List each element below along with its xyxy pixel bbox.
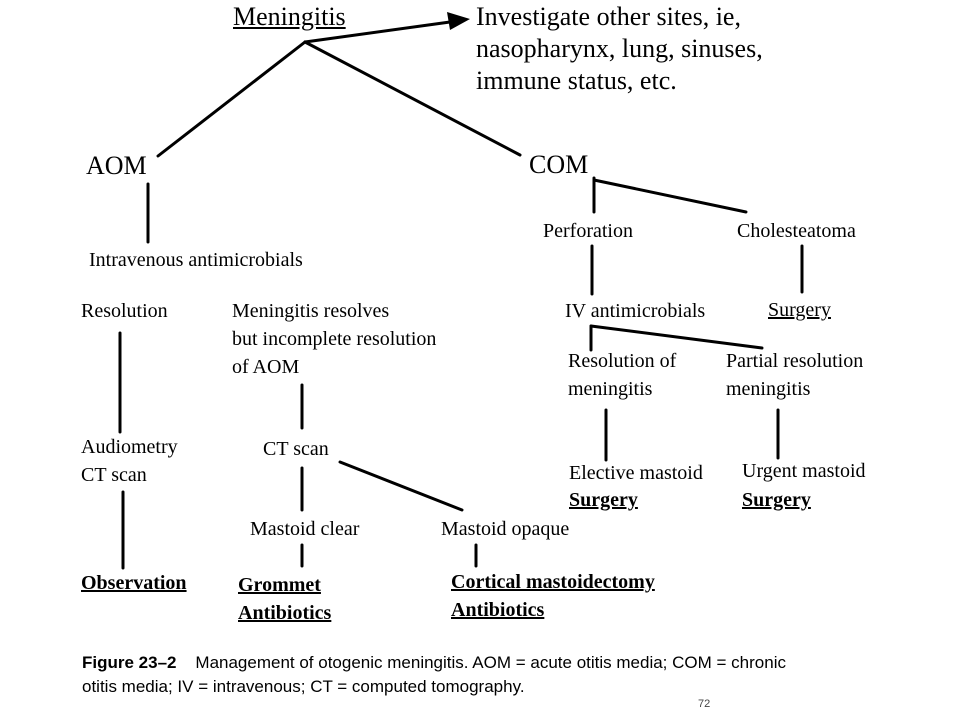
node-resolution: Resolution [81,300,168,322]
arrowhead-investigate [447,12,470,30]
connector-meningitis-to-aom [156,40,307,158]
node-observation: Observation [81,572,187,594]
figure-caption: Figure 23–2 Management of otogenic menin… [82,651,786,699]
node-elective-surgery: Surgery [569,489,638,511]
node-grommet-antibiotics: Grommet Antibiotics [238,574,332,624]
connector-iv-to-partial [589,324,764,350]
caption-line-1: Figure 23–2 Management of otogenic menin… [82,651,786,675]
node-com: COM [529,150,589,179]
node-partial-resolution-meningitis: Partial resolution meningitis [726,350,864,400]
node-mastoid-opaque: Mastoid opaque [441,518,570,540]
node-aom: AOM [86,151,147,180]
node-perforation: Perforation [543,220,633,242]
node-resolution-of-meningitis: Resolution of meningitis [568,350,677,400]
page-number: 72 [698,698,711,710]
node-ct-scan: CT scan [263,438,329,460]
node-surgery-cholesteatoma: Surgery [768,299,831,321]
connector-com-to-cholesteatoma [592,178,748,214]
node-urgent-mastoid: Urgent mastoid [742,460,866,482]
node-mastoid-clear: Mastoid clear [250,518,360,540]
node-elective-mastoid: Elective mastoid [569,462,703,484]
node-meningitis-resolves: Meningitis resolves but incomplete resol… [232,300,437,378]
caption-line-2: otitis media; IV = intravenous; CT = com… [82,677,525,696]
connector-meningitis-to-com [303,40,522,157]
node-cortical-mastoidectomy: Cortical mastoidectomy Antibiotics [451,571,655,621]
caption-text-line-1: Management of otogenic meningitis. AOM =… [195,653,786,672]
node-meningitis: Meningitis [233,2,346,31]
node-iv-antimicrobials: IV antimicrobials [565,300,706,322]
node-cholesteatoma: Cholesteatoma [737,220,856,242]
node-audiometry-ct-scan: Audiometry CT scan [81,436,178,486]
figure-label: Figure 23–2 [82,653,177,672]
connector-meningitis-to-investigate [303,20,452,44]
node-investigate-other-sites: Investigate other sites, ie, nasopharynx… [476,2,763,95]
connector-ct-to-mastoid-opaque [338,460,464,512]
node-urgent-surgery: Surgery [742,489,811,511]
node-intravenous-antimicrobials: Intravenous antimicrobials [89,249,303,271]
